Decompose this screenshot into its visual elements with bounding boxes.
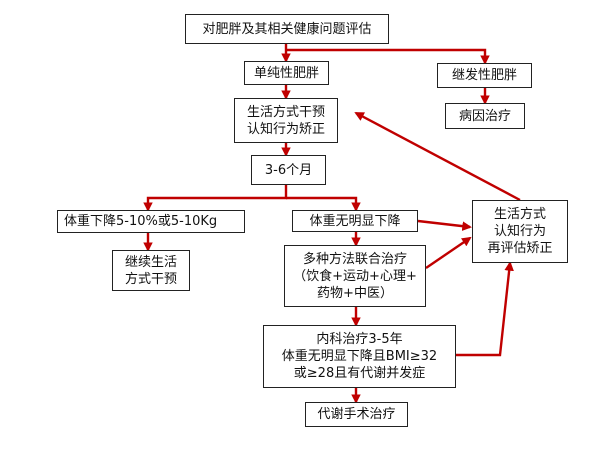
arrow-months-to-no-drop <box>286 196 361 212</box>
node-medical-treatment: 内科治疗3-5年 体重无明显下降且BMI≥32 或≥28且有代谢并发症 <box>263 325 456 388</box>
node-simple-obesity: 单纯性肥胖 <box>244 61 329 85</box>
node-combined-therapy: 多种方法联合治疗 （饮食+运动+心理+ 药物+中医） <box>284 245 426 307</box>
node-secondary-obesity: 继发性肥胖 <box>437 63 532 88</box>
arrow-combined-to-reassess <box>425 236 472 269</box>
node-etiology-treatment: 病因治疗 <box>445 103 525 129</box>
node-assess: 对肥胖及其相关健康问题评估 <box>185 14 389 44</box>
node-metabolic-surgery: 代谢手术治疗 <box>305 402 408 427</box>
arrow-months-to-weight-down <box>143 185 288 212</box>
node-lifestyle-intervention: 生活方式干预 认知行为矫正 <box>234 98 338 143</box>
arrow-reassess-to-lifestyle <box>354 111 521 202</box>
arrow-no-drop-to-reassess <box>417 219 472 231</box>
node-weight-decreased: 体重下降5-10%或5-10Kg <box>57 210 245 233</box>
arrow-medical-to-reassess <box>456 261 514 357</box>
node-duration: 3-6个月 <box>251 155 326 185</box>
arrow-assess-to-secondary <box>286 48 490 65</box>
node-no-significant-drop: 体重无明显下降 <box>292 210 418 232</box>
node-reassess-correction: 生活方式 认知行为 再评估矫正 <box>472 200 568 263</box>
node-continue-intervention: 继续生活 方式干预 <box>112 250 190 291</box>
